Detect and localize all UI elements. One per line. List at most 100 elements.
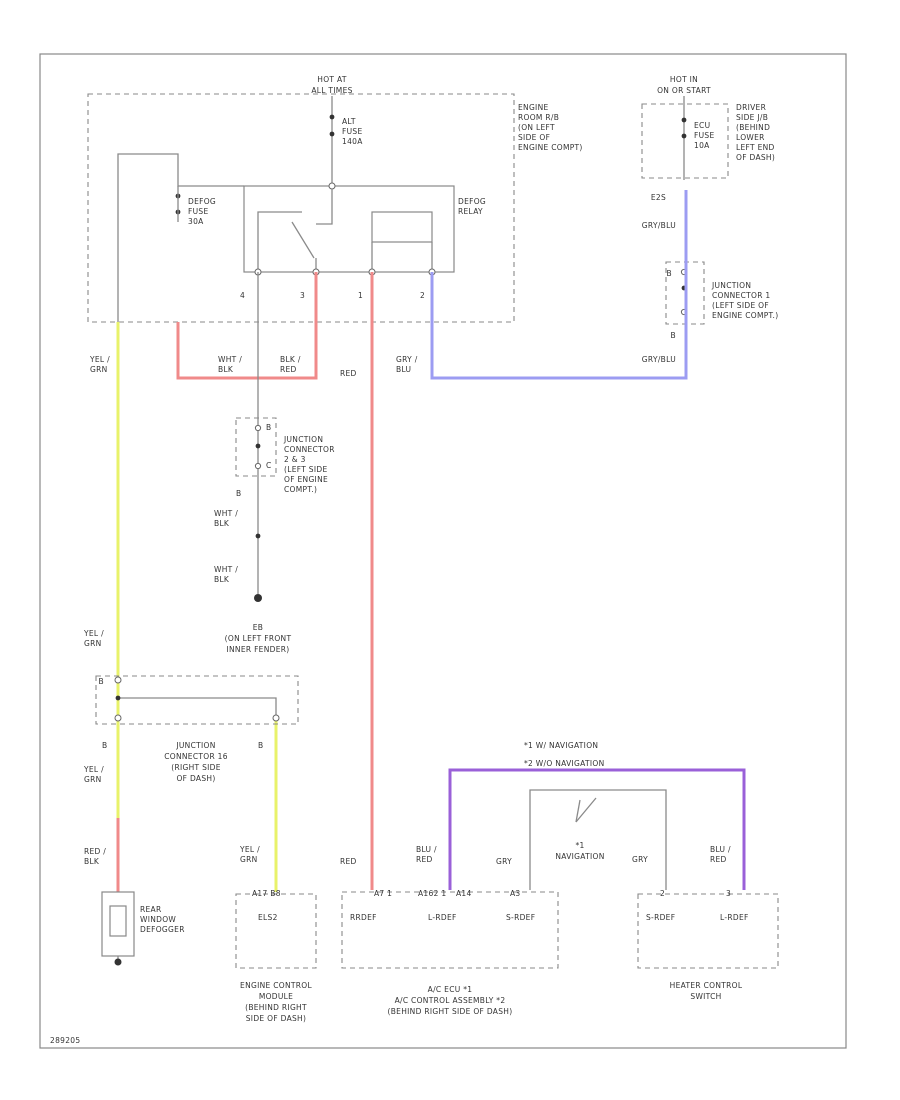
gry-blu-label: GRY/BLU	[642, 221, 676, 230]
relay-pin-num: 4	[240, 291, 245, 300]
ecu-fuse-terminal	[681, 117, 687, 123]
diagram-code: 289205	[50, 1036, 80, 1045]
ecu-fuse-label: FUSE	[694, 131, 715, 140]
engine-control-module	[235, 893, 317, 969]
rb-location: ROOM R/B	[518, 113, 559, 122]
wire-label-yel-grn: YEL /	[89, 355, 110, 364]
wire-label-blu-red-2: BLU /	[710, 845, 731, 854]
jc1-label: CONNECTOR 1	[712, 291, 771, 300]
jc1-label: (LEFT SIDE OF	[712, 301, 769, 310]
ground-icon	[254, 594, 262, 602]
ground-label: (ON LEFT FRONT	[225, 634, 292, 643]
relay-pin4-wire	[257, 211, 302, 272]
ac-ecu-pin: S-RDEF	[506, 913, 535, 922]
wire-label-wht-blk-2: BLK	[214, 519, 230, 528]
defog-fuse-wire	[117, 153, 244, 322]
ecm-label: ENGINE CONTROL	[240, 981, 312, 990]
wire-label-red: RED	[340, 369, 357, 378]
wire-label-wht-blk-3: BLK	[214, 575, 230, 584]
wire-label-wht-blk-2: WHT /	[214, 509, 238, 518]
heater-label: SWITCH	[690, 992, 721, 1001]
defog-fuse-amps: 30A	[188, 217, 204, 226]
defog-relay	[243, 185, 455, 273]
jc16-dot	[115, 695, 121, 701]
jc16-pin-label: B	[258, 741, 263, 750]
heater-pin-num: 3	[726, 889, 731, 898]
jc16-label: OF DASH)	[176, 774, 215, 783]
ecu-fuse-terminal	[681, 133, 687, 139]
jc2-label: JUNCTION	[283, 435, 323, 444]
gry-blu-label-2: GRY/BLU	[642, 355, 676, 364]
jc2-label: 2 & 3	[284, 455, 306, 464]
jc1-pin-label: B	[667, 269, 672, 278]
nav-switch-label: *1	[575, 841, 584, 850]
relay-junction	[328, 182, 336, 190]
nav-switch-arm	[575, 797, 597, 823]
jc1-label: JUNCTION	[711, 281, 751, 290]
hot-at-label: HOT AT	[317, 75, 347, 84]
wire-label-yel-grn-2: GRN	[84, 639, 102, 648]
jc2-dot	[255, 443, 261, 449]
jc16-label: CONNECTOR 16	[164, 752, 228, 761]
ecm-label: (BEHIND RIGHT	[245, 1003, 307, 1012]
wire-label-yel-grn-2: YEL /	[83, 629, 104, 638]
ac-ecu-label: A/C CONTROL ASSEMBLY *2	[395, 996, 506, 1005]
note-without-navigation: *2 W/O NAVIGATION	[524, 759, 605, 768]
gry-blu-wire	[430, 190, 688, 380]
rear-window-defogger	[101, 891, 135, 957]
defogger-label: REAR	[140, 905, 162, 914]
e2s-connector: E2S	[651, 193, 666, 202]
jc2-pin-label: C	[266, 461, 272, 470]
heater-control-switch	[637, 893, 779, 969]
defog-fuse-label: FUSE	[188, 207, 209, 216]
wire-label-blk-red: BLK /	[280, 355, 301, 364]
wire-label-blu-red-2: RED	[710, 855, 727, 864]
rb-location: ENGINE COMPT)	[518, 143, 583, 152]
wire-label-wht-blk: BLK	[218, 365, 234, 374]
hot-in-label: HOT IN	[670, 75, 698, 84]
jc2-label: COMPT.)	[284, 485, 317, 494]
alt-fuse-amps: 140A	[342, 137, 363, 146]
jc2-label: OF ENGINE	[284, 475, 328, 484]
alt-fuse-label: ALT	[342, 117, 356, 126]
jc2-pin-label: B	[266, 423, 271, 432]
ecm-label: SIDE OF DASH)	[246, 1014, 306, 1023]
jb-location: OF DASH)	[736, 153, 775, 162]
jc16-pin-label: B	[99, 677, 104, 686]
wire-label-blk-red: RED	[280, 365, 297, 374]
jc16-pin-label: B	[102, 741, 107, 750]
wire-label-red-lower: RED	[340, 857, 357, 866]
wire-label-yel-grn-3: GRN	[84, 775, 102, 784]
ecm-pin-num: A17 B8	[252, 889, 281, 898]
relay-contact-wire	[316, 189, 333, 225]
jc16-pin	[114, 676, 122, 684]
wire-label-yel-grn: GRN	[90, 365, 108, 374]
alt-fuse-terminal	[329, 131, 335, 137]
defog-fuse-label: DEFOG	[188, 197, 216, 206]
defogger-label: DEFOGGER	[140, 925, 185, 934]
jb-location: SIDE J/B	[736, 113, 768, 122]
wire-label-wht-blk: WHT /	[218, 355, 242, 364]
wire-label-blu-red-1: RED	[416, 855, 433, 864]
ac-ecu-label: (BEHIND RIGHT SIDE OF DASH)	[388, 1007, 513, 1016]
relay-pin-num: 1	[358, 291, 363, 300]
junction-connector-16	[95, 675, 299, 725]
wire-label-gry-blu: BLU	[396, 365, 411, 374]
wire-label-gry-2: GRY	[632, 855, 648, 864]
jc2-pin-label: B	[236, 489, 241, 498]
jc2-pin	[254, 424, 262, 432]
ac-ecu-pin-num: A7 1	[374, 889, 392, 898]
relay-label: RELAY	[458, 207, 483, 216]
jc2-label: CONNECTOR	[284, 445, 335, 454]
diagram-frame	[39, 53, 847, 1049]
relay-pin-num: 2	[420, 291, 425, 300]
jc2-label: (LEFT SIDE	[284, 465, 327, 474]
jc16-label: (RIGHT SIDE	[171, 763, 221, 772]
junction-connector-2-3	[235, 417, 277, 477]
ecm-pin: ELS2	[258, 913, 278, 922]
relay-coil	[371, 211, 433, 243]
jb-location: LEFT END	[736, 143, 775, 152]
wire-label-yel-grn-3: YEL /	[83, 765, 104, 774]
wire-label-yel-grn-4: YEL /	[239, 845, 260, 854]
ground-label: EB	[253, 623, 263, 632]
